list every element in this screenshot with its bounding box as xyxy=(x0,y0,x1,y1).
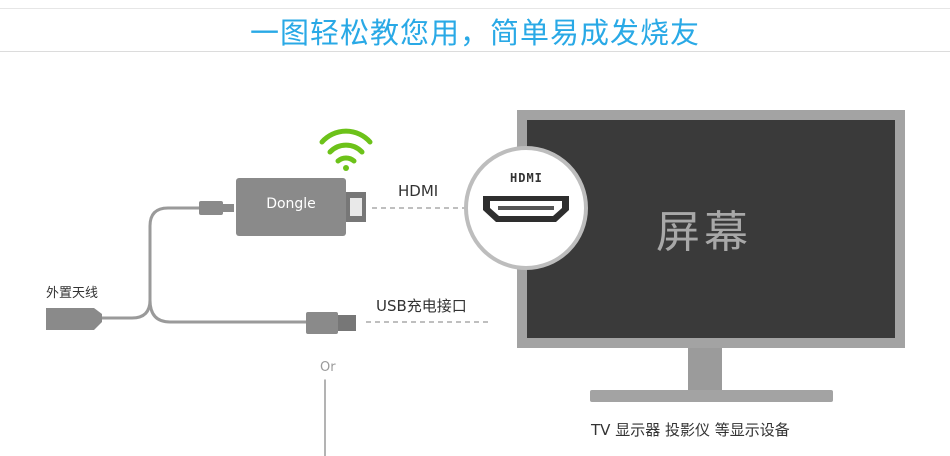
cables xyxy=(98,206,326,456)
usb-plug-icon xyxy=(306,312,356,334)
hdmi-port-logo: HDMI xyxy=(510,171,543,185)
micro-usb-plug-icon xyxy=(199,201,234,215)
hdmi-zoom-circle xyxy=(464,146,588,270)
title-banner: 一图轻松教您用，简单易成发烧友 xyxy=(0,0,950,52)
or-label: Or xyxy=(320,360,336,375)
monitor-stand xyxy=(590,345,833,402)
hdmi-label: HDMI xyxy=(398,182,439,200)
display-devices-caption: TV 显示器 投影仪 等显示设备 xyxy=(591,421,790,439)
dashed-lines xyxy=(366,207,488,323)
antenna-connector-icon xyxy=(46,308,102,330)
usb-charging-port-label: USB充电接口 xyxy=(376,297,467,315)
banner-title: 一图轻松教您用，简单易成发烧友 xyxy=(249,16,700,50)
banner-bottom-rule xyxy=(0,51,950,52)
dongle-device xyxy=(236,178,366,236)
wifi-icon xyxy=(319,128,373,171)
external-antenna-label: 外置天线 xyxy=(46,286,99,301)
screen-label: 屏幕 xyxy=(656,207,752,258)
dongle-label: Dongle xyxy=(266,196,316,212)
banner-top-rule xyxy=(0,8,950,9)
